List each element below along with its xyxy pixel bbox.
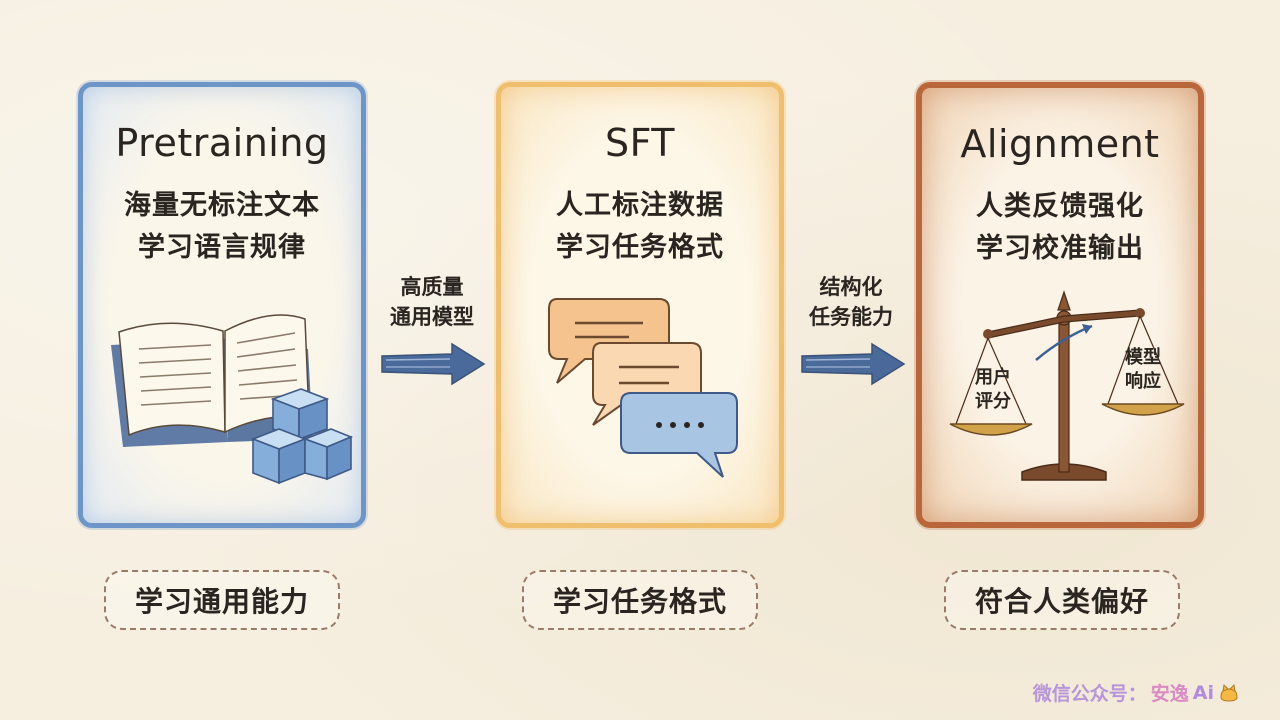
data-cubes-icon <box>250 388 354 485</box>
sft-desc-2: 学习任务格式 <box>556 232 724 263</box>
pretraining-desc-1: 海量无标注文本 <box>124 190 320 221</box>
scale-right-label-line-2: 响应 <box>1125 371 1161 392</box>
arrow-right-icon <box>381 342 486 386</box>
arrow-2-label-line-1: 结构化 <box>819 275 883 299</box>
pretraining-title: Pretraining <box>115 121 329 165</box>
watermark-prefix: 微信公众号： <box>1032 683 1147 705</box>
watermark-ai: Ai <box>1192 681 1214 704</box>
arrow-1-label-line-2: 通用模型 <box>390 305 474 329</box>
scale-left-label-line-2: 评分 <box>975 391 1011 412</box>
pretraining-summary-badge: 学习通用能力 <box>104 570 340 630</box>
arrow-1-label: 高质量 通用模型 <box>374 272 490 332</box>
arrow-2-label: 结构化 任务能力 <box>792 272 910 332</box>
sft-title: SFT <box>604 121 676 165</box>
arrow-2-label-line-2: 任务能力 <box>809 305 893 329</box>
alignment-desc-1: 人类反馈强化 <box>976 191 1144 222</box>
balance-scale-icon <box>949 290 1185 481</box>
alignment-desc-2: 学习校准输出 <box>976 233 1144 264</box>
alignment-card: Alignment 人类反馈强化 学习校准输出 用户 评分 模型 响应 <box>916 82 1204 528</box>
sft-summary-badge: 学习任务格式 <box>522 570 758 630</box>
alignment-title: Alignment <box>960 122 1160 166</box>
arrow-1-label-line-1: 高质量 <box>400 275 464 299</box>
watermark-name: 安逸 <box>1150 683 1189 705</box>
watermark: 微信公众号： 安逸 Ai <box>1033 679 1240 706</box>
open-book-icon <box>111 314 313 447</box>
sft-desc-1: 人工标注数据 <box>556 190 724 221</box>
pretraining-card: Pretraining 海量无标注文本 学习语言规律 <box>78 82 366 528</box>
alignment-summary-badge: 符合人类偏好 <box>944 570 1180 630</box>
scale-right-label-line-1: 模型 <box>1125 347 1161 368</box>
sft-card: SFT 人工标注数据 学习任务格式 <box>496 82 784 528</box>
chat-bubbles-icon <box>548 298 738 478</box>
pretraining-desc-2: 学习语言规律 <box>138 232 306 263</box>
cat-icon <box>1220 683 1238 702</box>
scale-left-label-line-1: 用户 <box>975 367 1011 388</box>
scale-left-label: 用户 评分 <box>958 366 1028 414</box>
arrow-right-icon <box>801 342 906 386</box>
scale-right-label: 模型 响应 <box>1108 346 1178 394</box>
